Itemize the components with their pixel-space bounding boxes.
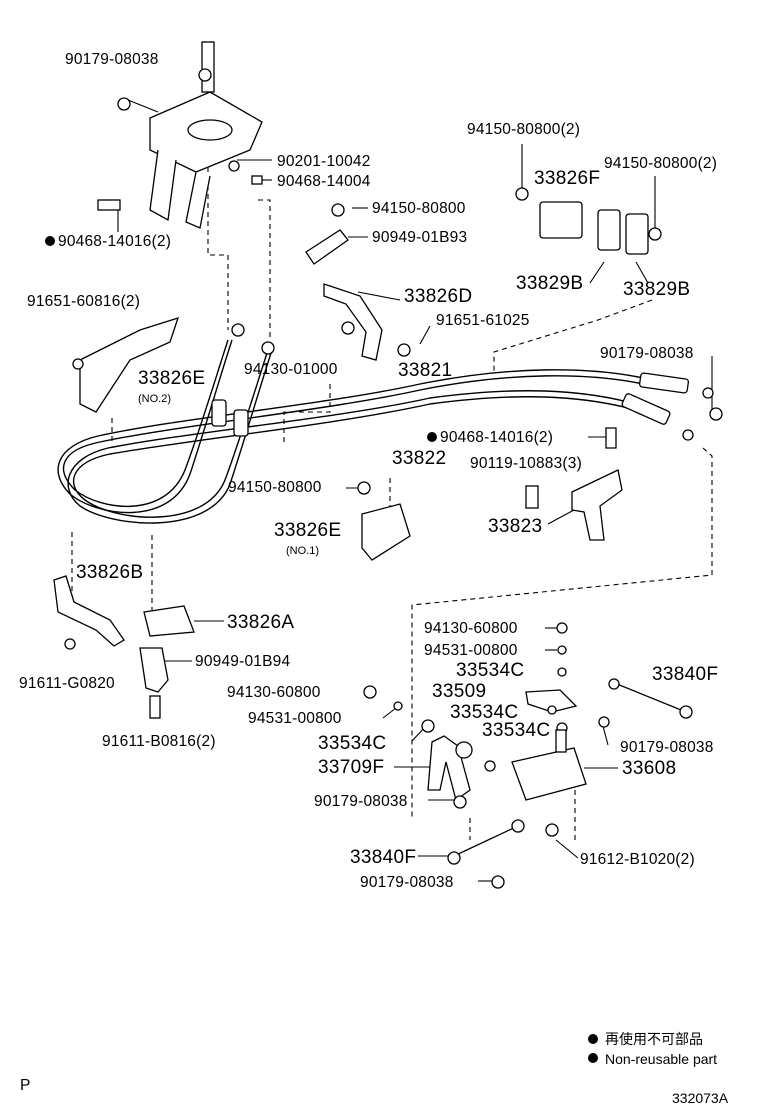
part-label: 90468-14016(2) (58, 233, 171, 250)
part-label: 33840F (652, 664, 718, 685)
part-label: 90468-14004 (277, 173, 371, 190)
part-label: 33829B (623, 279, 690, 300)
part-label: (NO.2) (138, 393, 171, 405)
part-label: 94150-80800(2) (467, 121, 580, 138)
part-label: 90179-08038 (314, 793, 408, 810)
legend-dot (588, 1053, 598, 1063)
part-label: 33534C (456, 660, 524, 681)
legend-english: Non-reusable part (605, 1051, 717, 1067)
part-label: 91612-B1020(2) (580, 851, 695, 868)
drawing-number: 332073A (672, 1090, 729, 1106)
part-label: 94150-80800(2) (604, 155, 717, 172)
part-label: 90468-14016(2) (440, 429, 553, 446)
footer-left-mark: P (20, 1077, 31, 1094)
part-label: 33534C (482, 720, 550, 741)
part-label: (NO.1) (286, 545, 319, 557)
part-label: 33509 (432, 681, 486, 702)
part-label: 33826E (138, 368, 205, 389)
part-label: 33840F (350, 847, 416, 868)
part-label: 91611-B0816(2) (102, 733, 216, 750)
part-label: 33826E (274, 520, 341, 541)
legend-dot (588, 1034, 598, 1044)
part-label: 33709F (318, 757, 384, 778)
part-label: 33823 (488, 516, 542, 537)
shift-cables (57, 323, 714, 524)
part-label: 33534C (450, 702, 518, 723)
part-label: 33826A (227, 612, 294, 633)
legend-japanese: 再使用不可部品 (605, 1031, 703, 1047)
part-label: 90201-10042 (277, 153, 371, 170)
part-label: 33822 (392, 448, 446, 469)
part-label: 33608 (622, 758, 676, 779)
part-label: 94150-80800 (372, 200, 466, 217)
part-label: 91651-60816(2) (27, 293, 140, 310)
part-label: 94130-60800 (424, 620, 518, 637)
part-label: 33826D (404, 286, 472, 307)
part-label: 33826F (534, 168, 600, 189)
non-reusable-marker (427, 432, 437, 442)
part-label: 33534C (318, 733, 386, 754)
part-label: 90179-08038 (65, 51, 159, 68)
legend: 再使用不可部品 Non-reusable part (588, 1031, 717, 1067)
part-label: 90949-01B94 (195, 653, 290, 670)
part-label: 94531-00800 (248, 710, 342, 727)
part-label: 90179-08038 (360, 874, 454, 891)
part-label: 90949-01B93 (372, 229, 467, 246)
part-label: 33829B (516, 273, 583, 294)
part-label: 94130-60800 (227, 684, 321, 701)
part-label: 94150-80800 (228, 479, 322, 496)
part-label: 90179-08038 (620, 739, 714, 756)
part-label: 90179-08038 (600, 345, 694, 362)
part-label: 91611-G0820 (19, 675, 115, 692)
shift-lever-assembly (149, 41, 263, 229)
part-label: 91651-61025 (436, 312, 530, 329)
part-labels: 90179-08038 90201-10042 90468-14004 9046… (19, 51, 718, 891)
small-hardware (53, 97, 723, 889)
part-label: 94130-01000 (244, 361, 338, 378)
part-label: 33826B (76, 562, 143, 583)
part-label: 90119-10883(3) (470, 455, 582, 472)
part-label: 33821 (398, 360, 452, 381)
part-label: 94531-00800 (424, 642, 518, 659)
non-reusable-marker (45, 236, 55, 246)
